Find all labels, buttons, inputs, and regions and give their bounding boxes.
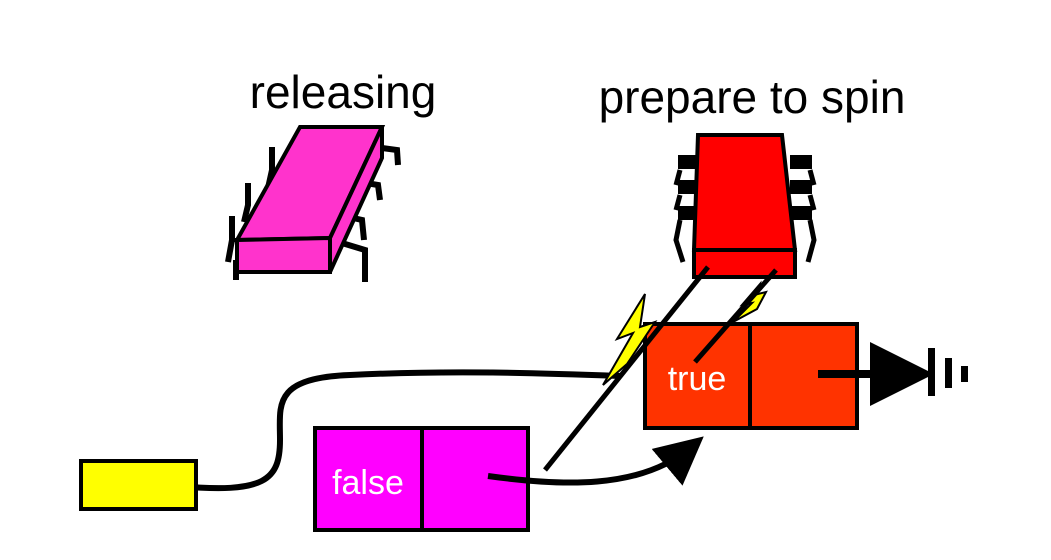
spin-line-to-right-node — [693, 268, 778, 364]
releasing-label: releasing — [250, 66, 437, 118]
right-node-flag-cell — [643, 322, 752, 430]
head-pointer-box — [79, 459, 198, 511]
left-node: false — [313, 426, 530, 532]
right-node-value: true — [668, 360, 727, 398]
left-next-pointer — [487, 436, 704, 486]
spin-line-to-left-node — [543, 265, 710, 472]
prepare-to-spin-label: prepare to spin — [599, 71, 906, 123]
left-node-value: false — [332, 464, 404, 502]
thread-chip-spinning-icon — [673, 133, 817, 279]
thread-chip-releasing-icon — [225, 125, 401, 282]
head-pointer-curve — [177, 369, 621, 492]
ground-null-icon — [928, 348, 968, 396]
lightning-bolt-icon — [602, 293, 658, 386]
left-node-flag-cell — [313, 426, 424, 532]
